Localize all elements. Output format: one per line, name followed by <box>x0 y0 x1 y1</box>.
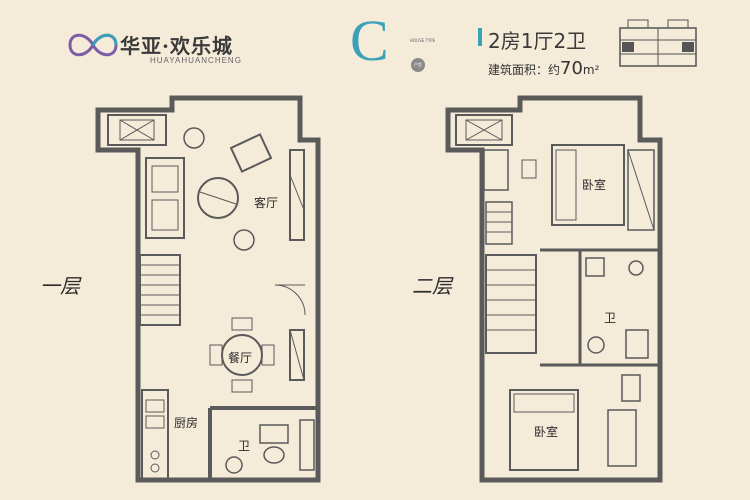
second-floor-outer-wall <box>445 95 663 483</box>
first-floor-ac-box <box>107 114 167 146</box>
coffee-table <box>197 177 239 219</box>
plant <box>183 127 205 149</box>
room-label-bath2: 卫 <box>604 311 617 325</box>
first-floor-outer-wall <box>95 95 321 483</box>
area-value: 70 <box>560 58 583 79</box>
room-label-living: 客厅 <box>254 196 279 210</box>
storage-cabinet <box>485 201 513 245</box>
area-line: 建筑面积：约70m² <box>488 58 599 79</box>
first-floor-stairs <box>139 254 181 326</box>
sink <box>225 456 243 474</box>
unit-type-badge: 户型 <box>411 58 425 72</box>
second-floor-plan <box>445 95 663 483</box>
key-plan-thumbnail <box>619 19 697 67</box>
tv-cabinet <box>289 149 305 241</box>
desk <box>483 149 509 191</box>
bed-bottom <box>509 389 579 471</box>
entry-door <box>274 284 306 316</box>
bath2-basin <box>585 257 605 277</box>
room-label-dining: 餐厅 <box>228 351 253 365</box>
first-floor-label: 一层 <box>40 274 80 298</box>
room-label-bedroom-top: 卧室 <box>582 178 607 192</box>
sofa <box>145 157 185 239</box>
room-label-kitchen: 厨房 <box>174 416 199 430</box>
unit-type-caption: HOUSE TYPE <box>410 38 436 43</box>
second-floor-label: 二层 <box>412 274 452 298</box>
wardrobe-bottom <box>607 409 637 467</box>
unit-type-letter: C <box>350 8 389 73</box>
brand-name: 华亚·欢乐城 <box>120 34 233 58</box>
bath2-sink <box>587 336 605 354</box>
second-floor-ac-box <box>455 114 513 146</box>
second-floor-stairs <box>485 254 537 354</box>
shoe-cabinet <box>289 329 305 381</box>
bath2-toilet <box>621 374 641 402</box>
first-floor-plan <box>95 95 321 483</box>
brand-logo-icon <box>68 33 118 57</box>
spec-accent-bar <box>478 28 482 46</box>
area-unit: m² <box>582 63 600 77</box>
shower <box>299 419 315 471</box>
header: 华亚·欢乐城 HUAYAHUANCHENG C HOUSE TYPE 户型 2房… <box>0 0 750 90</box>
brand-subtitle: HUAYAHUANCHENG <box>150 56 242 65</box>
room-label-bedroom-bottom: 卧室 <box>534 425 559 439</box>
armchair <box>229 133 273 173</box>
room-label-bath1: 卫 <box>238 439 251 453</box>
area-label: 建筑面积：约 <box>488 63 561 77</box>
toilet <box>259 424 289 444</box>
bed-top <box>551 144 625 226</box>
unit-layout: 2房1厅2卫 <box>488 29 587 53</box>
wardrobe-top <box>627 149 655 231</box>
bath2-shower <box>625 329 649 359</box>
kitchen-counter <box>141 389 169 481</box>
